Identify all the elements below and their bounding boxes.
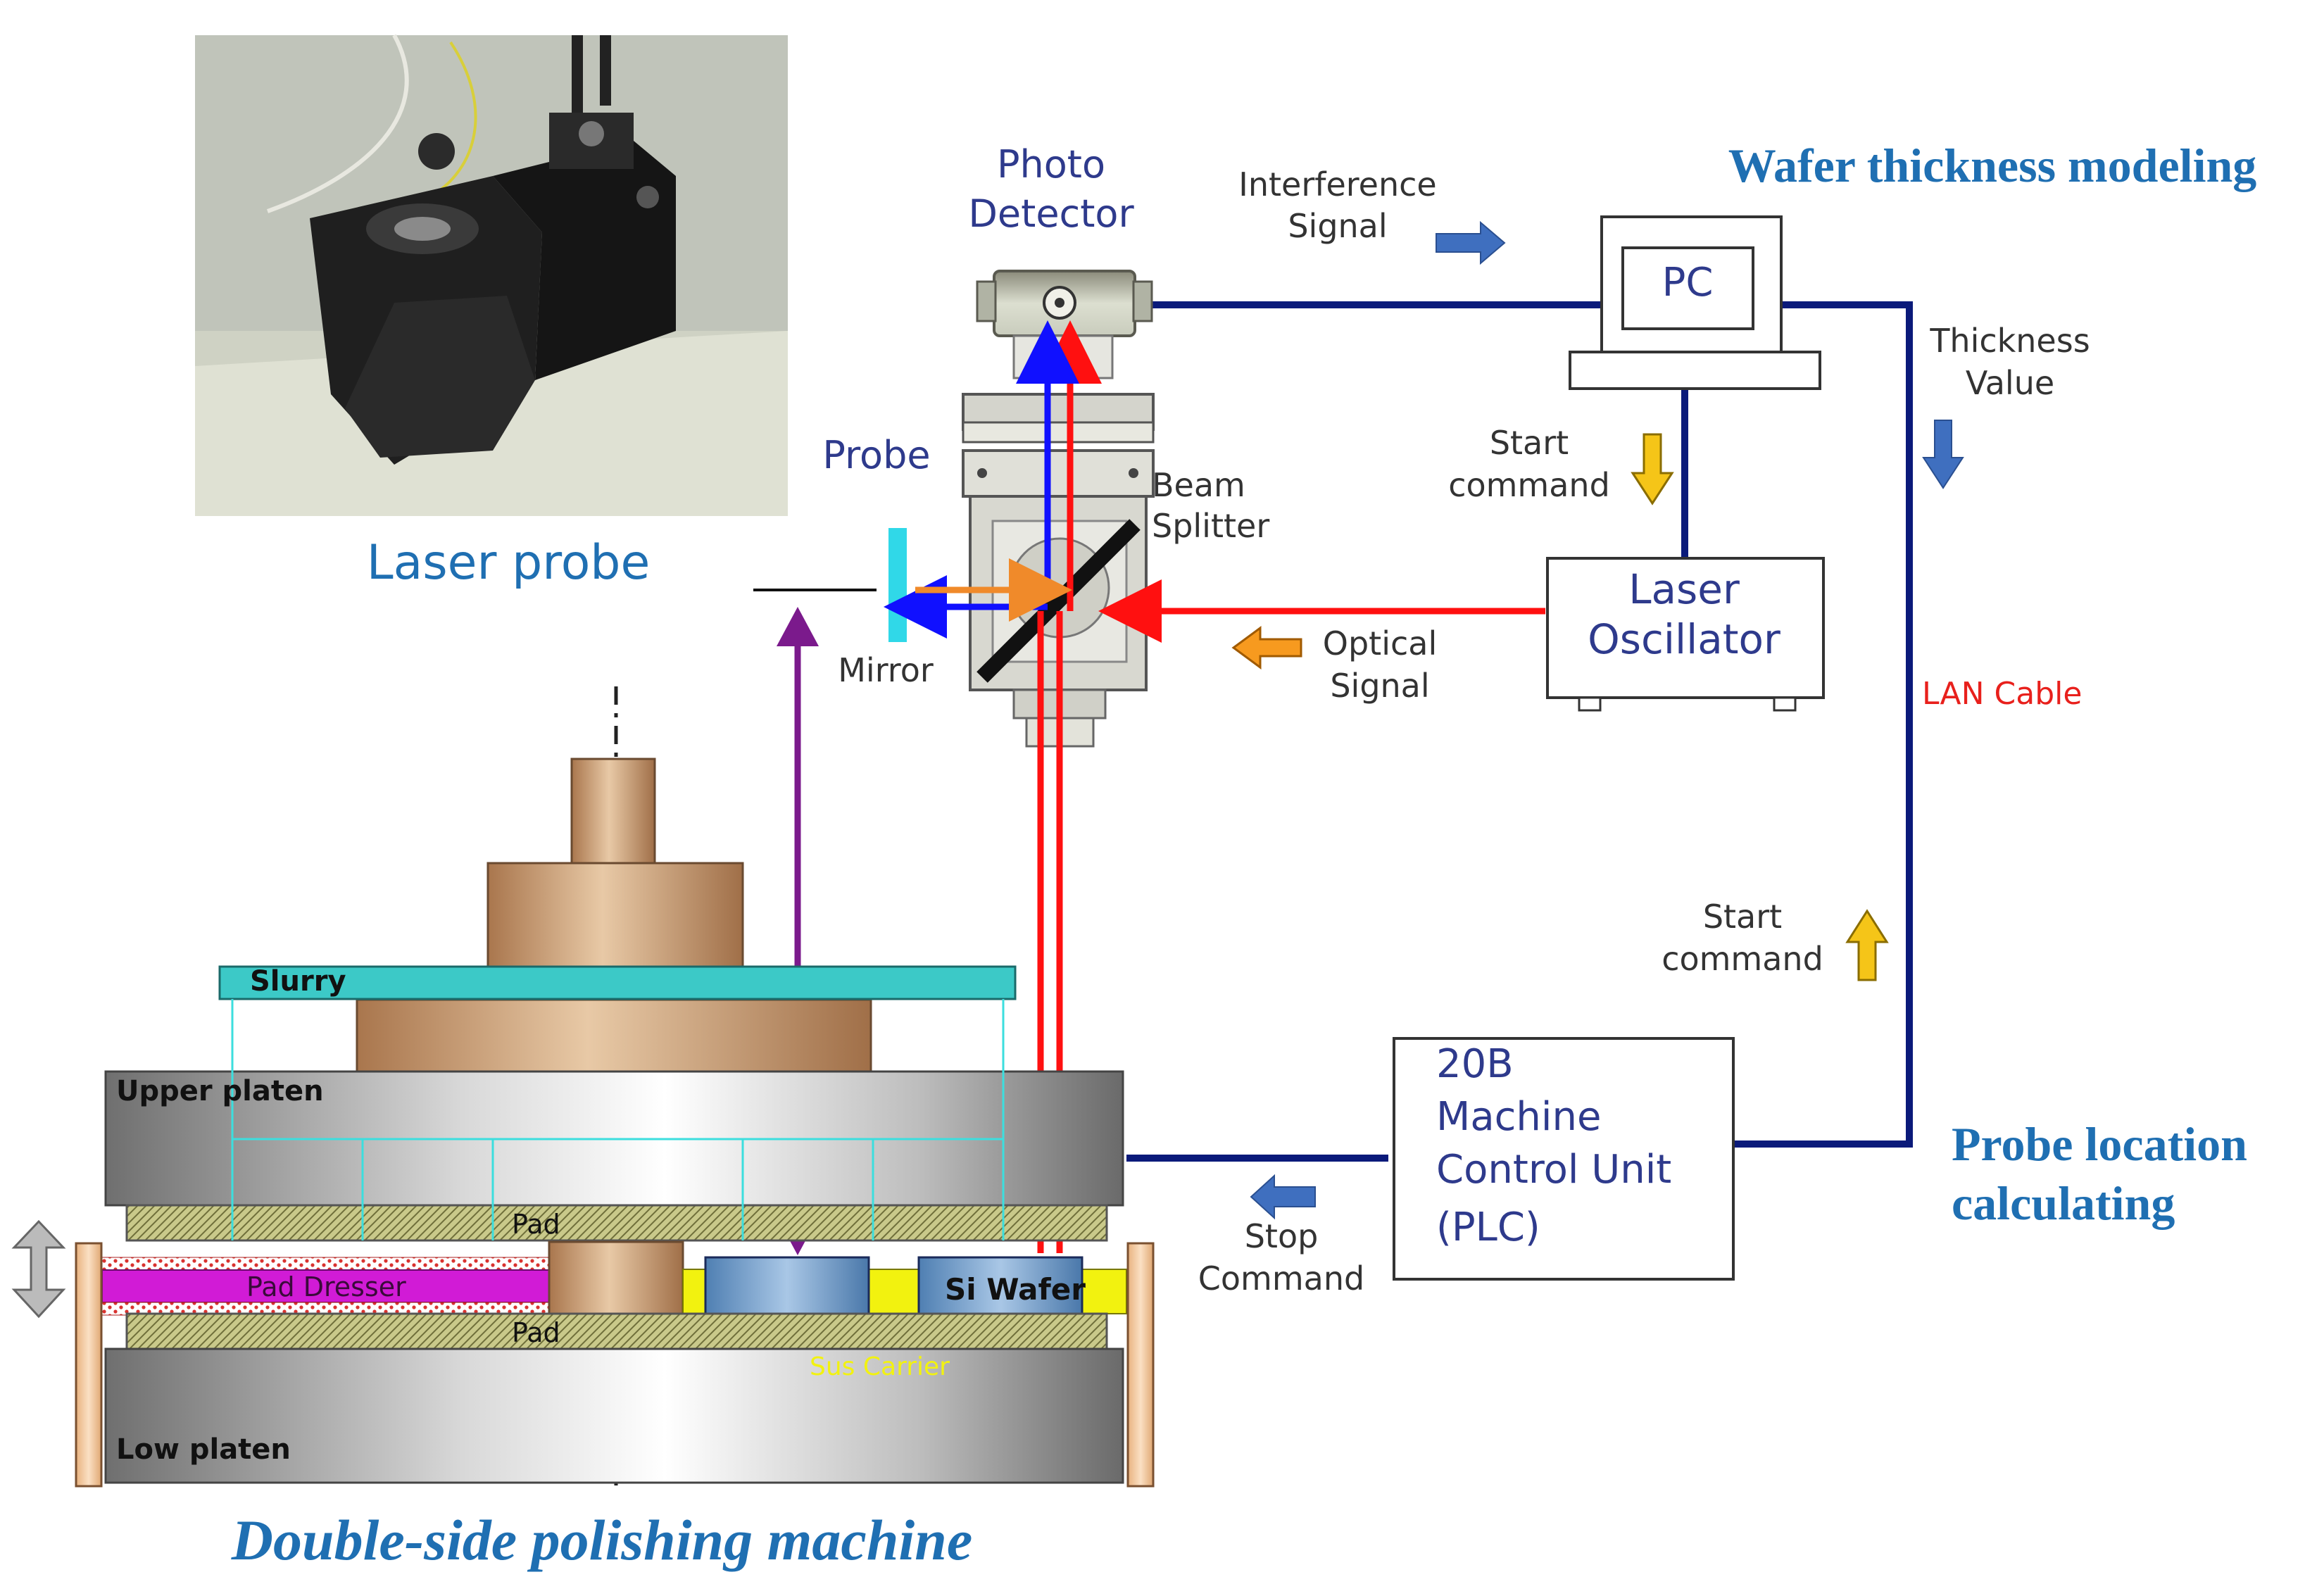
thickness-value-label-1: Thickness bbox=[1929, 322, 2090, 360]
control-unit-label-1: 20B bbox=[1436, 1041, 1514, 1087]
lan-cable-label: LAN Cable bbox=[1922, 676, 2082, 712]
laser-probe-photo bbox=[195, 34, 788, 516]
stop-command-label-2: Command bbox=[1198, 1259, 1364, 1297]
beam-splitter-label-1: Beam bbox=[1152, 466, 1245, 504]
laser-oscillator-label-2: Oscillator bbox=[1588, 615, 1780, 663]
start-command-top-label-2: command bbox=[1448, 466, 1610, 504]
laser-oscillator-box bbox=[1546, 557, 1825, 712]
machine-heading: Double-side polishing machine bbox=[231, 1508, 972, 1572]
interference-signal-label-1: Interference bbox=[1238, 165, 1436, 203]
photo-detector-label-1: Photo bbox=[997, 142, 1105, 187]
start-command-bottom-label-1: Start bbox=[1703, 898, 1782, 936]
probe-location-heading-1: Probe location bbox=[1952, 1117, 2247, 1171]
down-arrow-icon bbox=[1631, 433, 1674, 505]
probe-label: Probe bbox=[822, 433, 930, 477]
mirror-label: Mirror bbox=[838, 651, 934, 689]
left-arrow-icon bbox=[1231, 626, 1302, 670]
interference-signal-label-2: Signal bbox=[1288, 207, 1387, 245]
start-command-top-label-1: Start bbox=[1490, 424, 1569, 462]
thickness-value-label-2: Value bbox=[1966, 364, 2054, 402]
mirror-icon bbox=[888, 528, 907, 642]
up-down-arrow-icon bbox=[11, 1219, 66, 1319]
low-platen-label: Low platen bbox=[116, 1433, 291, 1466]
photo-detector-label-2: Detector bbox=[968, 191, 1134, 236]
pc-icon bbox=[1569, 215, 1821, 390]
probe-location-heading-2: calculating bbox=[1952, 1176, 2175, 1230]
down-arrow-icon bbox=[1922, 420, 1964, 489]
beam-splitter-label-2: Splitter bbox=[1152, 507, 1269, 545]
stop-command-label-1: Stop bbox=[1245, 1217, 1319, 1255]
control-unit-label-3: Control Unit bbox=[1436, 1147, 1671, 1193]
cables bbox=[1126, 301, 1913, 1162]
right-arrow-icon bbox=[1436, 220, 1506, 265]
pad-top-label: Pad bbox=[512, 1209, 560, 1240]
pad-bottom-label: Pad bbox=[512, 1317, 560, 1348]
start-command-bottom-label-2: command bbox=[1662, 940, 1823, 978]
laser-probe-caption: Laser probe bbox=[367, 535, 651, 591]
control-unit-box bbox=[1393, 1037, 1735, 1281]
control-unit-label-2: Machine bbox=[1436, 1094, 1601, 1140]
si-wafer-label: Si Wafer bbox=[945, 1272, 1086, 1307]
upper-platen-label: Upper platen bbox=[116, 1075, 324, 1107]
control-unit-label-4: (PLC) bbox=[1436, 1205, 1540, 1250]
wafer-thickness-heading: Wafer thickness modeling bbox=[1728, 139, 2257, 192]
optical-signal-label-2: Signal bbox=[1330, 667, 1429, 705]
sus-carrier-label: Sus Carrier bbox=[810, 1352, 950, 1381]
polishing-machine bbox=[75, 686, 1155, 1488]
up-arrow-icon bbox=[1845, 909, 1889, 981]
pad-dresser-label: Pad Dresser bbox=[246, 1271, 406, 1302]
pc-label: PC bbox=[1662, 260, 1714, 306]
laser-oscillator-label-1: Laser bbox=[1628, 565, 1740, 613]
left-arrow-icon bbox=[1250, 1174, 1316, 1220]
optical-signal-label-1: Optical bbox=[1323, 624, 1437, 662]
slurry-label: Slurry bbox=[250, 965, 346, 998]
